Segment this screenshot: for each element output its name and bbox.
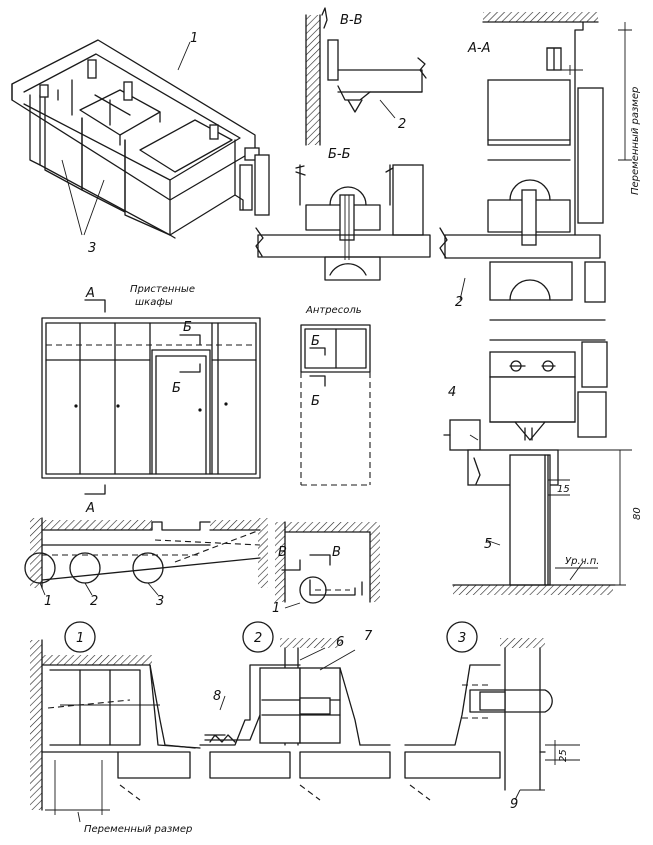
detail-1-drawing <box>30 621 201 823</box>
detail-marker-2: 2 <box>254 631 262 646</box>
callout-7: 7 <box>364 629 373 644</box>
cut-b-mezz-bottom: Б <box>311 394 320 409</box>
label-section-aa: А-А <box>467 41 490 56</box>
section-aa-drawing <box>439 12 632 595</box>
callout-small-plan-1: 1 <box>272 601 280 616</box>
mezzanine-elevation <box>300 324 371 486</box>
variable-size-label: Переменный размер <box>84 824 192 835</box>
isometric-cabinet-view <box>11 39 270 239</box>
callout-3-iso: 3 <box>88 241 96 256</box>
callout-6: 6 <box>336 635 344 650</box>
cut-v-right: В <box>332 545 341 560</box>
cut-a-bottom: А <box>85 501 95 516</box>
section-bb-drawing <box>255 164 431 281</box>
callout-2-aa: 2 <box>455 295 463 310</box>
dim-25-label: 25 <box>558 749 569 762</box>
callout-8: 8 <box>213 689 221 704</box>
detail-2-drawing <box>199 621 391 801</box>
label-wall-cabinets: Пристенные <box>130 284 195 295</box>
callout-5: 5 <box>484 537 492 552</box>
callout-plan-3: 3 <box>156 594 164 609</box>
variable-size-vertical-label: Переменный размер <box>630 87 641 195</box>
cut-v-left: В <box>278 545 287 560</box>
cut-b-bottom: Б <box>172 381 181 396</box>
detail-3-drawing <box>404 621 580 801</box>
detail-marker-3: 3 <box>458 631 466 646</box>
cut-b-top: Б <box>183 320 192 335</box>
floor-level-label: Ур.ч.п. <box>565 556 599 567</box>
callout-plan-2: 2 <box>90 594 98 609</box>
label-wall-cabinets-2: шкафы <box>135 297 173 308</box>
callout-2-vv: 2 <box>398 117 406 132</box>
label-section-bb: Б-Б <box>328 147 351 162</box>
plan-view <box>24 517 268 596</box>
callout-4: 4 <box>448 385 456 400</box>
wall-cabinets-elevation <box>41 299 261 495</box>
section-vv-drawing <box>305 7 427 146</box>
dim-80-label: 80 <box>632 507 643 520</box>
dim-15-label: 15 <box>557 484 570 495</box>
small-plan-vv <box>275 521 380 609</box>
detail-marker-1: 1 <box>76 631 84 646</box>
callout-1-iso: 1 <box>190 31 198 46</box>
cut-a-top: А <box>85 286 95 301</box>
callout-plan-1: 1 <box>44 594 52 609</box>
cut-b-mezz-top: Б <box>311 334 320 349</box>
label-section-vv: В-В <box>340 13 363 28</box>
callout-9: 9 <box>510 797 518 812</box>
label-mezzanine: Антресоль <box>305 305 362 316</box>
